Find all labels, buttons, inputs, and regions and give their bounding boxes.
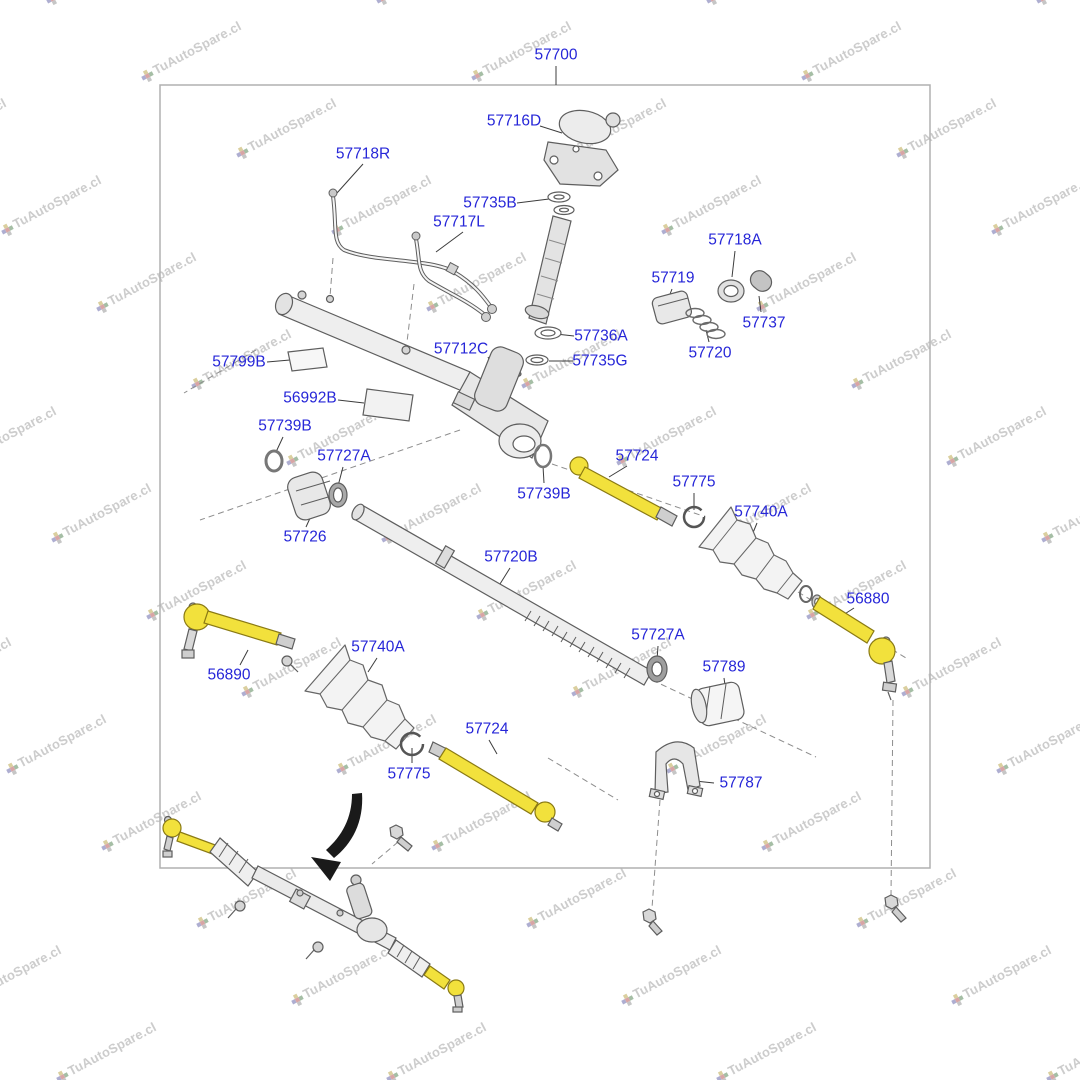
part-57716d-drawing	[543, 109, 621, 187]
part-label-57726-20[interactable]: 57726	[283, 528, 327, 546]
part-57740a-left-boot-drawing	[304, 644, 415, 750]
part-label-57799b-12[interactable]: 57799B	[212, 353, 266, 371]
reference-arrow	[311, 793, 363, 881]
part-57720-spring-drawing	[685, 307, 726, 340]
part-57720b-rack-drawing	[351, 503, 653, 686]
part-label-57789-26[interactable]: 57789	[702, 658, 746, 676]
part-label-57727a-15[interactable]: 57727A	[317, 447, 371, 465]
part-57739b-left-drawing	[264, 449, 284, 473]
part-57735b-drawing	[547, 191, 575, 216]
part-label-57718a-5[interactable]: 57718A	[708, 231, 762, 249]
part-label-57736a-8[interactable]: 57736A	[574, 327, 628, 345]
part-label-57716d-1[interactable]: 57716D	[486, 112, 542, 130]
gear-housing-tube-drawing	[274, 290, 471, 392]
assembled-steering-gear-drawing	[162, 815, 465, 1013]
part-57727a-second-drawing	[646, 655, 668, 683]
part-57726-drawing	[287, 471, 336, 521]
part-57775-left-clamp-drawing	[399, 731, 425, 757]
part-label-57735g-10[interactable]: 57735G	[572, 352, 628, 370]
part-label-56992b-13[interactable]: 56992B	[283, 389, 337, 407]
part-label-57775-17[interactable]: 57775	[672, 473, 716, 491]
part-label-57717l-4[interactable]: 57717L	[433, 213, 485, 231]
part-label-57787-29[interactable]: 57787	[719, 774, 763, 792]
valve-input-shaft-drawing	[524, 215, 572, 325]
part-label-57724-27[interactable]: 57724	[465, 720, 509, 738]
part-label-57719-6[interactable]: 57719	[651, 269, 695, 287]
part-label-57740a-24[interactable]: 57740A	[351, 638, 405, 656]
part-label-57724-16[interactable]: 57724	[615, 447, 659, 465]
part-label-56880-22[interactable]: 56880	[846, 590, 890, 608]
part-57718a-drawing	[717, 279, 745, 303]
part-label-57735b-3[interactable]: 57735B	[463, 194, 517, 212]
part-label-57700-0[interactable]: 57700	[534, 46, 578, 64]
part-label-57775-28[interactable]: 57775	[387, 765, 431, 783]
part-57724-mid-drawing	[569, 456, 678, 527]
part-label-57718r-2[interactable]: 57718R	[335, 145, 391, 163]
part-57712c-drawing	[451, 346, 549, 459]
part-57719-drawing	[651, 290, 693, 325]
part-label-57720b-21[interactable]: 57720B	[484, 548, 538, 566]
part-57727a-left-drawing	[328, 482, 348, 508]
part-56880-drawing	[812, 596, 898, 701]
part-label-57727a-23[interactable]: 57727A	[631, 626, 685, 644]
part-57775-mid-clamp-drawing	[682, 505, 706, 529]
part-57789-bushing-drawing	[690, 681, 745, 727]
part-label-57737-7[interactable]: 57737	[742, 314, 786, 332]
part-57718r-pipes-drawing	[328, 188, 497, 322]
part-label-57739b-18[interactable]: 57739B	[517, 485, 571, 503]
part-56992b-label-drawing	[362, 388, 414, 422]
part-57739b-mid-drawing	[533, 443, 553, 469]
mounting-bolts-drawing	[227, 824, 907, 960]
part-label-57712c-9[interactable]: 57712C	[433, 340, 489, 358]
part-57787-bracket-drawing	[648, 741, 704, 801]
part-57737-drawing	[749, 270, 773, 292]
part-57724-lower-drawing	[428, 741, 563, 832]
part-57799b-plate-drawing	[287, 347, 328, 372]
part-label-57720-11[interactable]: 57720	[688, 344, 732, 362]
part-label-57740a-19[interactable]: 57740A	[734, 503, 788, 521]
part-label-57739b-14[interactable]: 57739B	[258, 417, 312, 435]
diagram-frame	[159, 84, 931, 869]
part-label-56890-25[interactable]: 56890	[207, 666, 251, 684]
part-56890-drawing	[181, 602, 299, 673]
